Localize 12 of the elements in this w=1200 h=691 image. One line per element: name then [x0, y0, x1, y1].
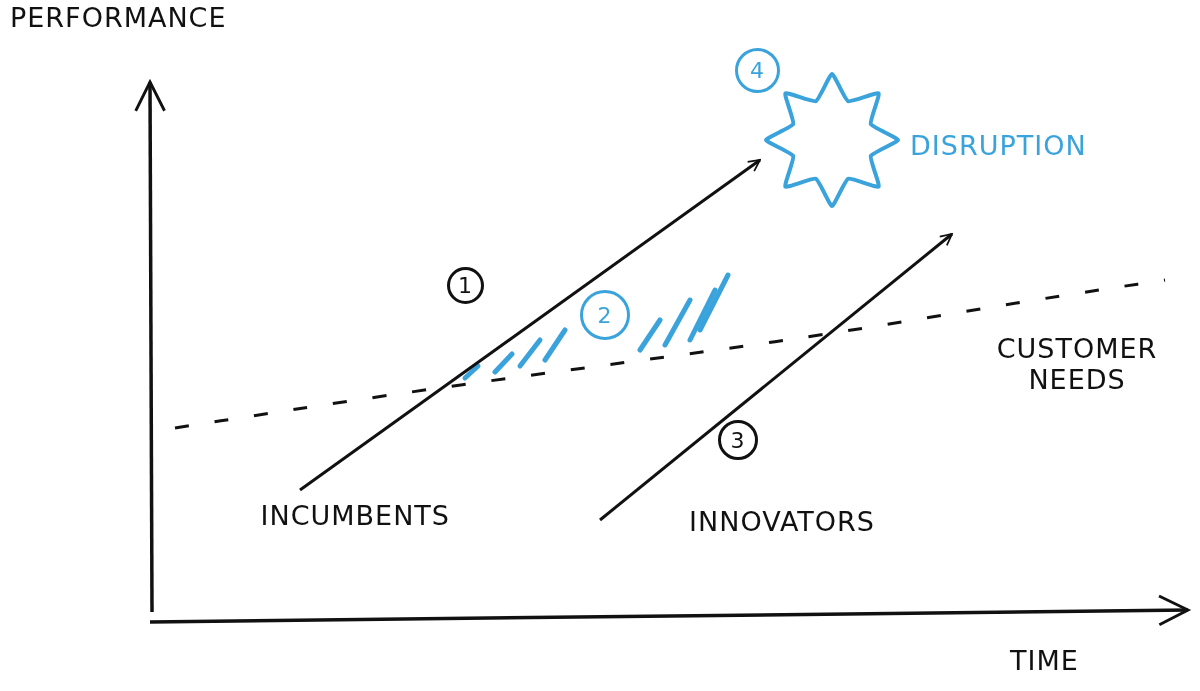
- curve-label: INNOVATORS: [689, 505, 875, 537]
- numbered-circle: 4: [735, 48, 780, 93]
- arrow: [599, 232, 953, 522]
- numbered-circle: 3: [718, 420, 758, 460]
- numbered-circle: 1: [447, 267, 484, 304]
- axis-label: PERFORMANCE: [10, 2, 228, 34]
- arrow: [299, 158, 761, 492]
- curve-label: INCUMBENTS: [260, 499, 450, 531]
- disruption-label: DISRUPTION: [910, 130, 1087, 161]
- curve-label: CUSTOMER NEEDS: [995, 333, 1159, 396]
- axis-label: TIME: [1010, 645, 1080, 677]
- numbered-circle: 2: [580, 290, 630, 340]
